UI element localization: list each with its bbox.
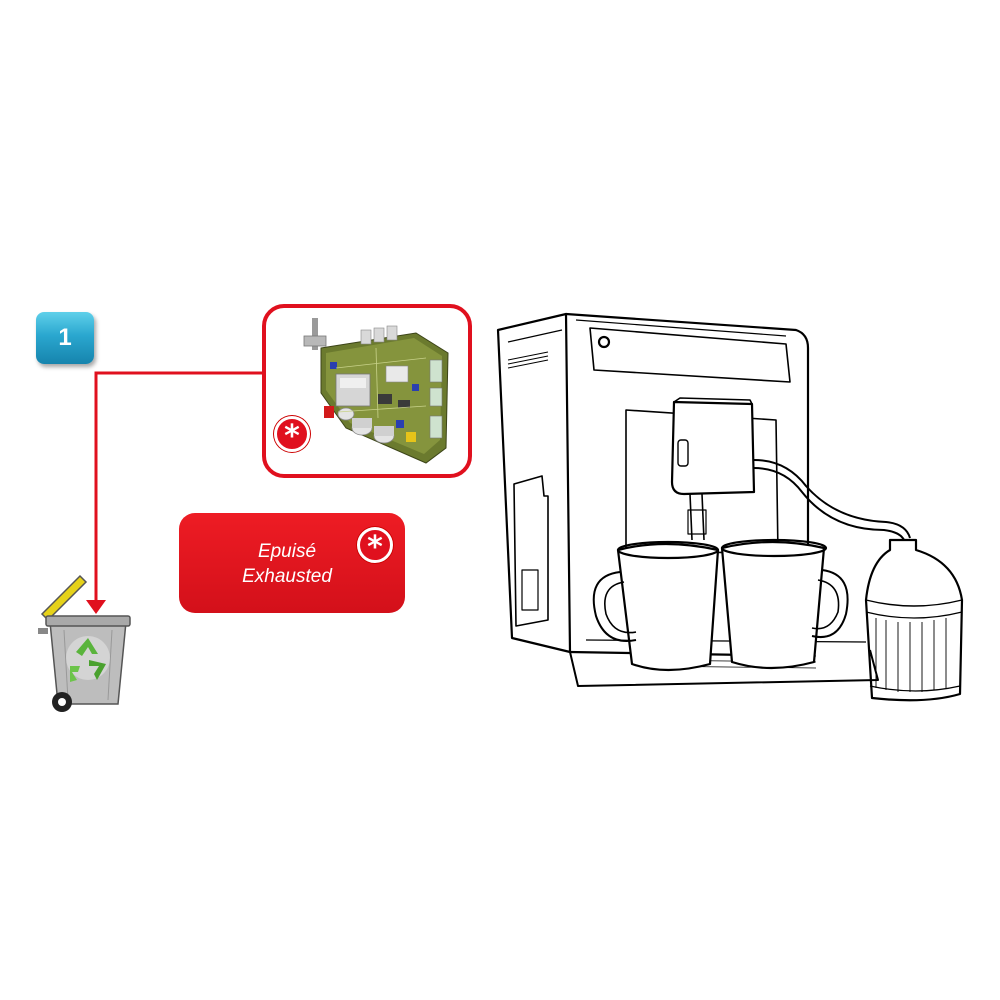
asterisk-icon: * — [274, 416, 310, 452]
asterisk-icon: * — [357, 527, 393, 563]
circuit-board-icon — [303, 318, 449, 464]
coffee-machine-icon — [496, 312, 964, 702]
circuit-board-frame: * — [262, 304, 472, 478]
status-label-fr: Epuisé — [257, 541, 317, 562]
status-label-en: Exhausted — [242, 566, 332, 587]
recycle-icon — [66, 636, 110, 682]
step-number-badge: 1 — [36, 312, 94, 364]
trash-bin-icon — [38, 574, 131, 712]
step-number: 1 — [58, 324, 72, 351]
status-box: Epuisé Exhausted * — [179, 513, 405, 613]
